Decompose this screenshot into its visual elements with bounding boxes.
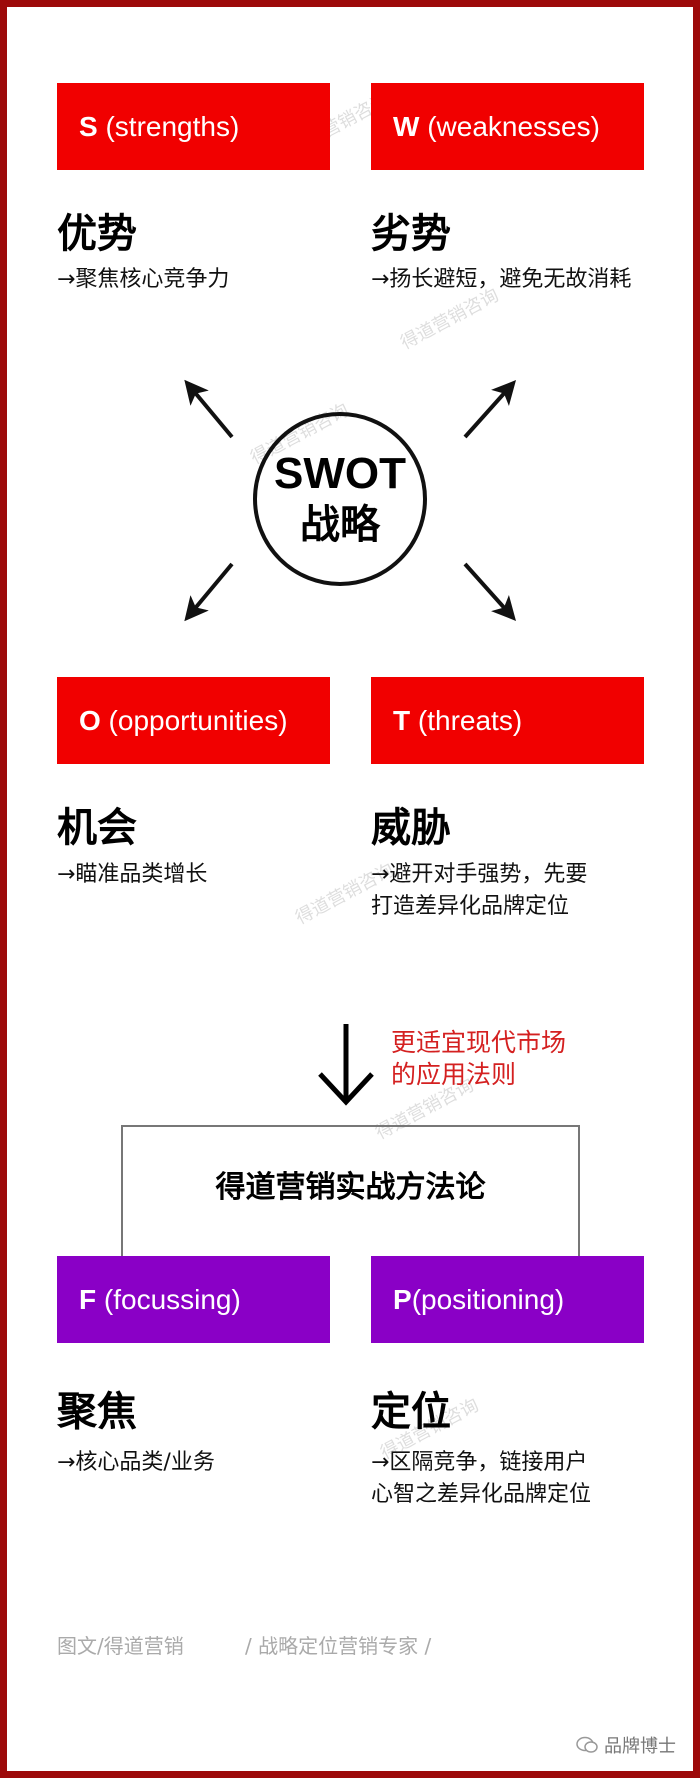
strengths-letter: S	[79, 111, 98, 142]
focussing-desc: →核心品类/业务	[57, 1450, 215, 1475]
center-circle	[253, 412, 427, 586]
transition-note-line1: 更适宜现代市场	[391, 1028, 567, 1057]
threats-desc-line2: 打造差异化品牌定位	[371, 894, 570, 919]
threats-label: (threats)	[410, 705, 523, 736]
positioning-label: (positioning)	[411, 1284, 565, 1315]
positioning-desc-line2: 心智之差异化品牌定位	[371, 1482, 592, 1507]
strengths-title: 优势	[57, 211, 137, 257]
focussing-box: F (focussing)	[57, 1256, 330, 1343]
opportunities-desc: →瞄准品类增长	[57, 862, 208, 887]
arrow-down-left-icon	[184, 562, 234, 622]
arrow-up-left-icon	[184, 379, 234, 439]
opportunities-label: (opportunities)	[100, 705, 288, 736]
threats-letter: T	[393, 705, 411, 736]
footer-tagline: / 战略定位营销专家 /	[245, 1634, 432, 1658]
arrow-up-right-icon	[463, 380, 517, 439]
strengths-desc: →聚焦核心竞争力	[57, 267, 230, 292]
positioning-letter: P	[393, 1284, 412, 1315]
weaknesses-label: (weaknesses)	[419, 111, 600, 142]
weaknesses-box: W (weaknesses)	[371, 83, 644, 170]
method-title: 得道营销实战方法论	[215, 1170, 486, 1205]
strengths-box: S (strengths)	[57, 83, 330, 170]
center-label-strategy: 战略	[300, 502, 380, 548]
wechat-icon	[576, 1736, 598, 1753]
arrow-down-right-icon	[463, 562, 517, 621]
weaknesses-title: 劣势	[371, 211, 451, 257]
center-label-swot: SWOT	[274, 449, 406, 498]
brand-badge: 品牌博士	[576, 1732, 676, 1758]
opportunities-letter: O	[79, 705, 101, 736]
positioning-box: P(positioning)	[371, 1256, 644, 1343]
transition-note-line2: 的应用法则	[391, 1060, 517, 1089]
brand-name: 品牌博士	[604, 1736, 676, 1757]
focussing-label: (focussing)	[96, 1284, 241, 1315]
swot-diagram	[184, 379, 517, 622]
arrow-down-icon	[318, 1024, 374, 1106]
footer-credit: 图文/得道营销	[57, 1634, 184, 1658]
positioning-title: 定位	[371, 1389, 451, 1435]
method-bracket	[121, 1125, 580, 1256]
threats-title: 威胁	[371, 805, 451, 851]
weaknesses-desc: →扬长避短，避免无故消耗	[371, 267, 632, 292]
positioning-desc-line1: →区隔竞争，链接用户	[371, 1450, 588, 1475]
threats-desc-line1: →避开对手强势，先要	[371, 862, 588, 887]
focussing-letter: F	[79, 1284, 97, 1315]
focussing-title: 聚焦	[57, 1389, 137, 1435]
weaknesses-letter: W	[393, 111, 420, 142]
opportunities-box: O (opportunities)	[57, 677, 330, 764]
strengths-label: (strengths)	[97, 111, 240, 142]
threats-box: T (threats)	[371, 677, 644, 764]
opportunities-title: 机会	[57, 805, 137, 851]
